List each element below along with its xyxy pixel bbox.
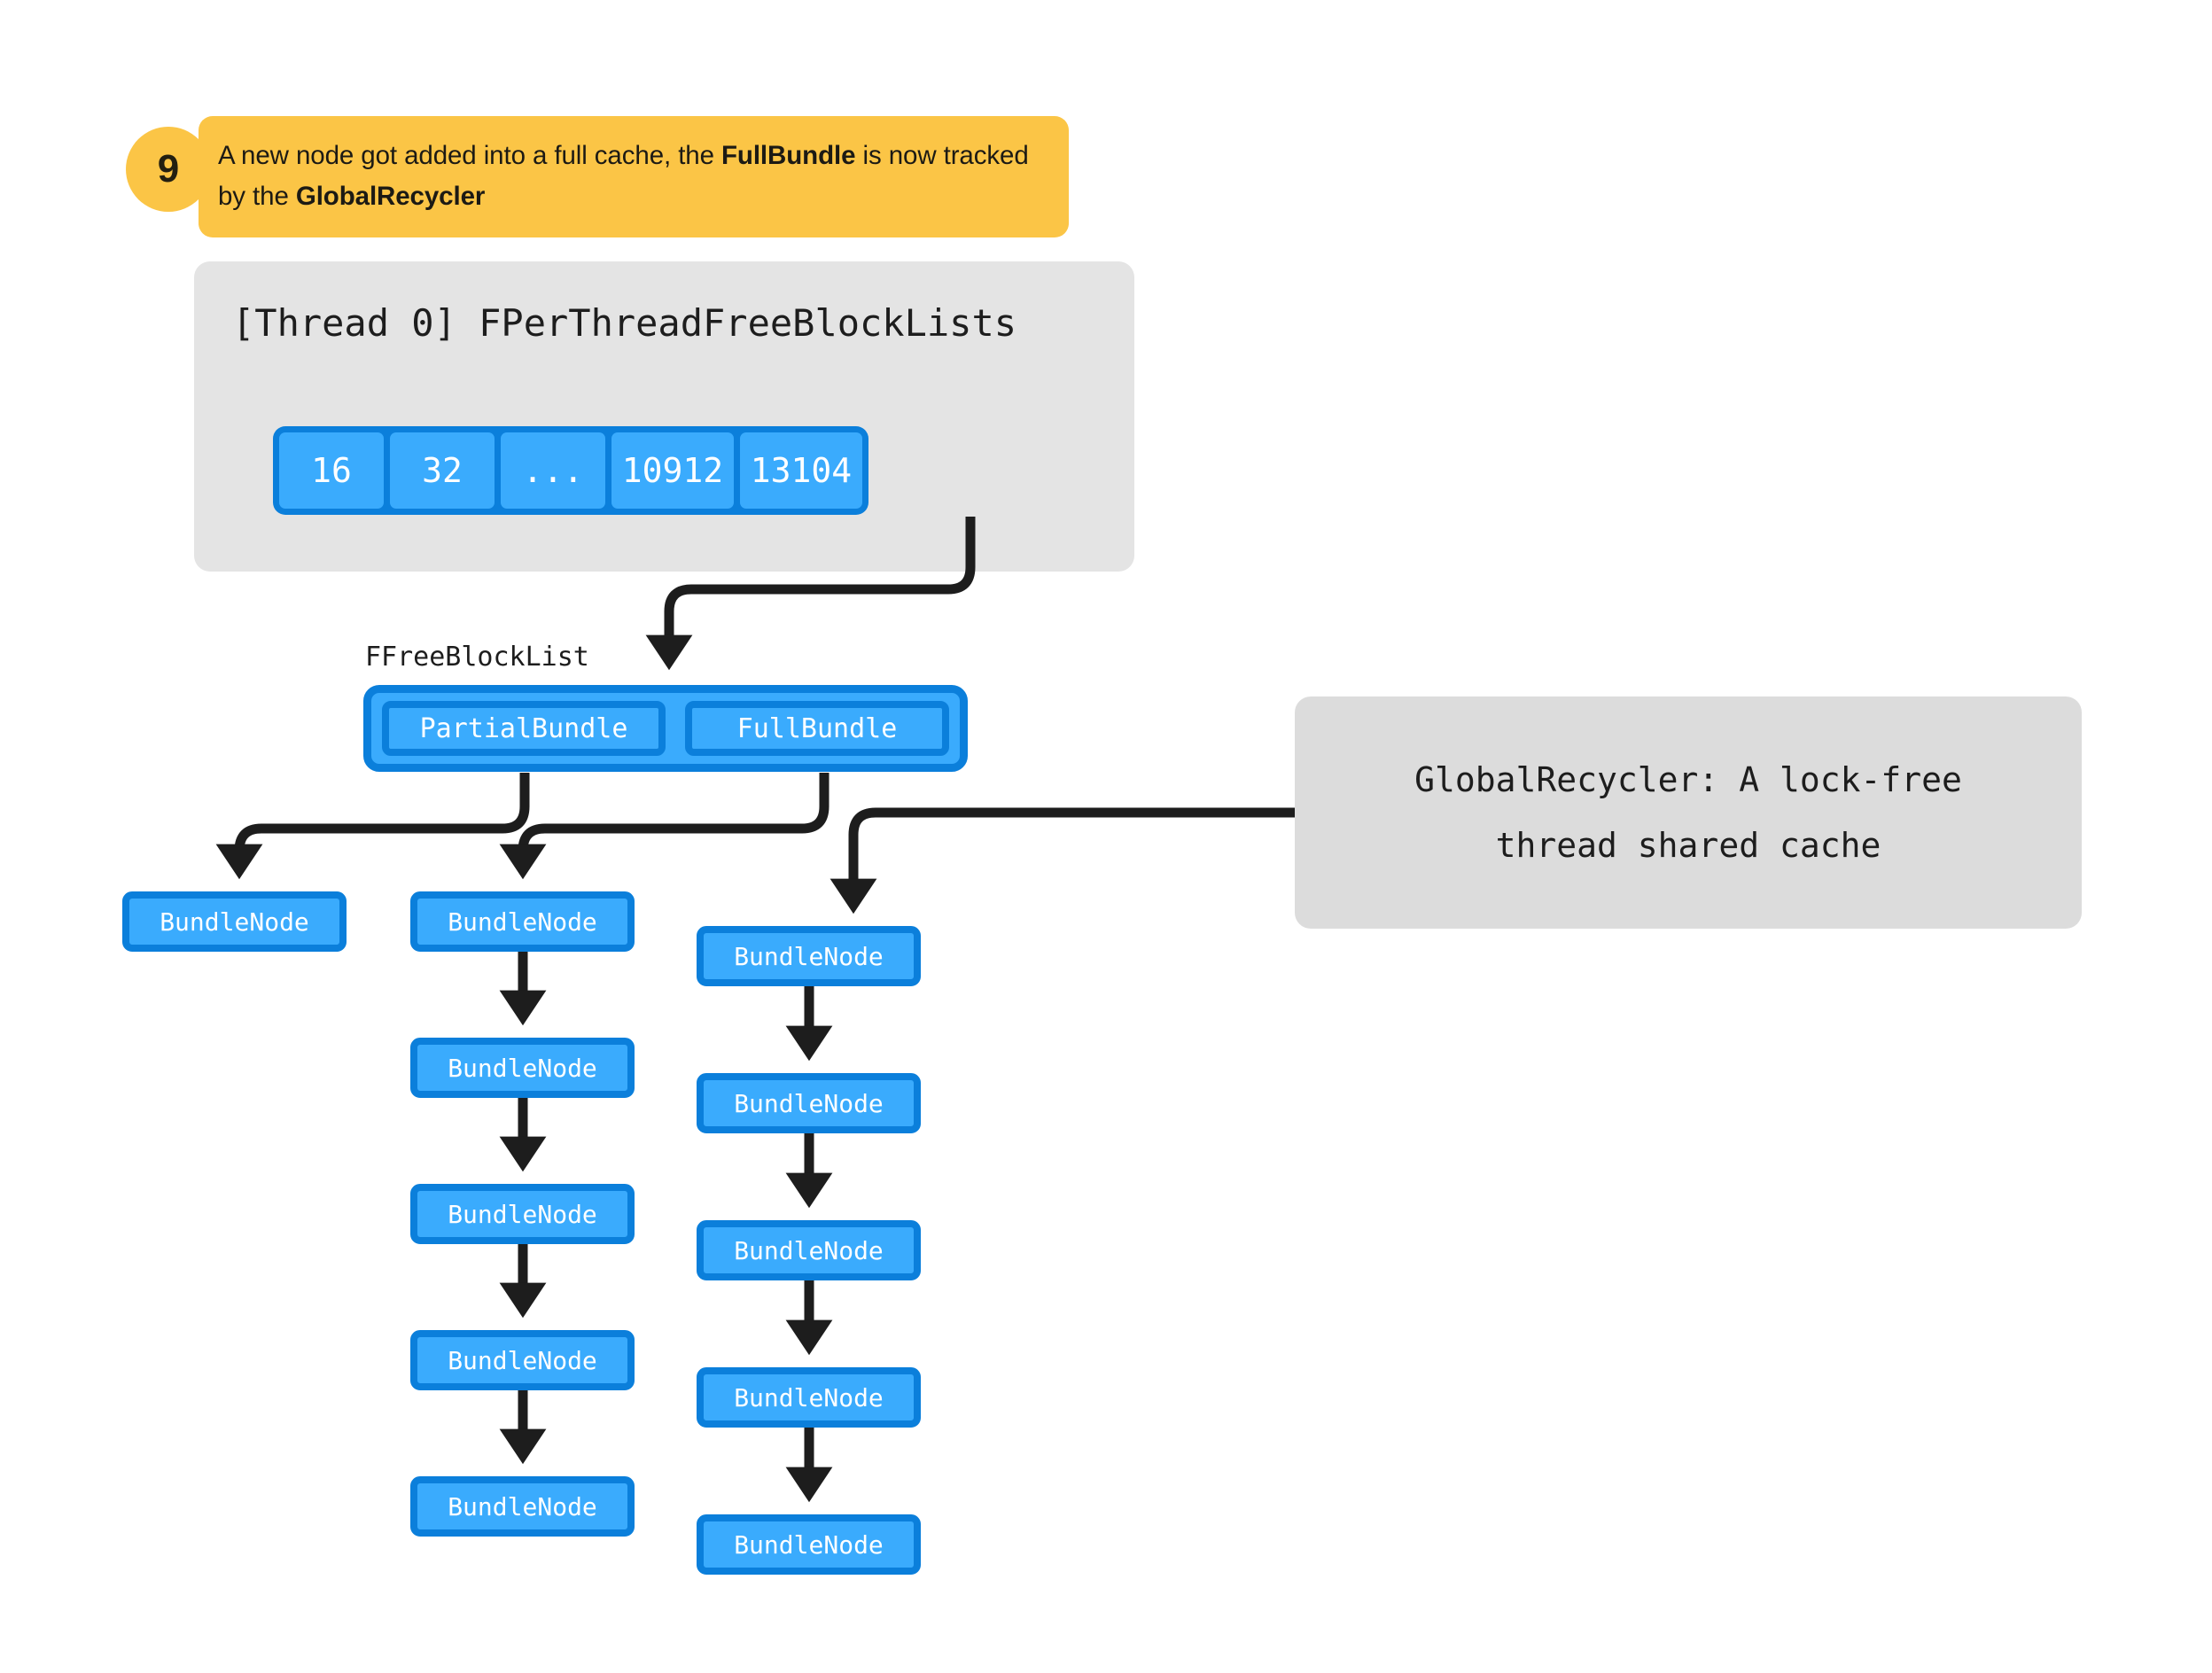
- bundle-node-colB-5[interactable]: BundleNode: [410, 1476, 635, 1537]
- global-recycler-note-text: GlobalRecycler: A lock-free thread share…: [1414, 760, 1962, 865]
- callout-bold-fullbundle: FullBundle: [721, 141, 856, 170]
- bundle-node-colB-2[interactable]: BundleNode: [410, 1038, 635, 1098]
- bundle-node-colC-2[interactable]: BundleNode: [697, 1073, 921, 1133]
- bundle-node-colA-1[interactable]: BundleNode: [122, 891, 347, 952]
- ffreeblocklist-box: PartialBundle FullBundle: [363, 685, 968, 772]
- callout-text-part1: A new node got added into a full cache, …: [218, 141, 721, 170]
- ffreeblocklist-label: FFreeBlockList: [365, 642, 589, 673]
- block-size-cell-16[interactable]: 16: [279, 432, 384, 509]
- arrow-globalrecycler-to-colC: [830, 807, 1295, 914]
- bundle-node-colC-1[interactable]: BundleNode: [697, 926, 921, 986]
- block-size-cell-10912[interactable]: 10912: [611, 432, 734, 509]
- block-size-cell-13104[interactable]: 13104: [740, 432, 862, 509]
- global-recycler-note: GlobalRecycler: A lock-free thread share…: [1295, 696, 2082, 929]
- callout-bold-globalrecycler: GlobalRecycler: [295, 182, 486, 211]
- bundle-node-colC-4[interactable]: BundleNode: [697, 1367, 921, 1428]
- arrow-partialbundle-to-colB: [499, 773, 830, 880]
- arrow-partialbundle-to-colA: [215, 773, 530, 880]
- callout-text-part2: is now tracked by the: [218, 141, 1029, 211]
- callout-step-badge: 9: [126, 127, 211, 212]
- callout-box: A new node got added into a full cache, …: [199, 116, 1069, 237]
- free-block-size-list: 16 32 ... 10912 13104: [273, 426, 868, 515]
- block-size-cell-ellipsis[interactable]: ...: [501, 432, 605, 509]
- thread-panel-title: [Thread 0] FPerThreadFreeBlockLists: [232, 301, 1017, 345]
- block-size-cell-32[interactable]: 32: [390, 432, 495, 509]
- bundle-node-colC-5[interactable]: BundleNode: [697, 1514, 921, 1575]
- bundle-node-colB-4[interactable]: BundleNode: [410, 1330, 635, 1390]
- bundle-node-colB-1[interactable]: BundleNode: [410, 891, 635, 952]
- bundle-node-colB-3[interactable]: BundleNode: [410, 1184, 635, 1244]
- callout-text: A new node got added into a full cache, …: [218, 136, 1039, 217]
- partial-bundle-slot[interactable]: PartialBundle: [382, 701, 666, 756]
- bundle-node-colC-3[interactable]: BundleNode: [697, 1220, 921, 1280]
- full-bundle-slot[interactable]: FullBundle: [685, 701, 949, 756]
